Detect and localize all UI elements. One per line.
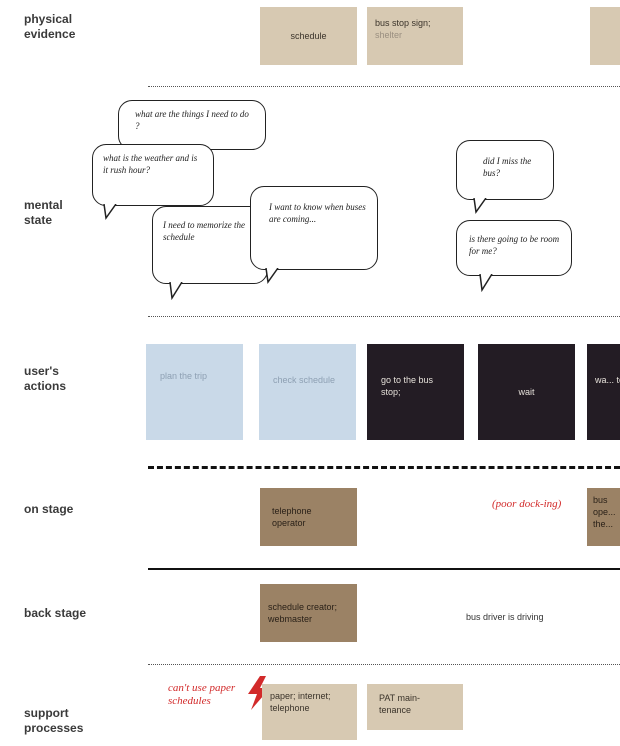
note-cant-use-paper: can't use paper schedules: [168, 682, 236, 707]
speech-tail-room: [479, 274, 493, 292]
speech-bubble-when-buses: I want to know when buses are coming...: [250, 186, 378, 270]
divider-dotted-2: [148, 316, 620, 317]
speech-tail-weather: [103, 204, 117, 220]
card-plan-trip-label: plan the trip: [160, 371, 208, 381]
card-plan-trip: plan the trip: [146, 344, 243, 440]
card-bus-stop-sign-label: bus stop sign;: [375, 18, 431, 28]
divider-dashed-line-of-visibility: [148, 466, 620, 469]
lane-label-users-actions: user's actions: [24, 364, 67, 393]
lane-label-support-processes: support processes: [24, 706, 84, 735]
card-schedule-creator: schedule creator; webmaster: [260, 584, 357, 642]
speech-bubble-things-to-do: what are the things I need to do ?: [118, 100, 266, 150]
card-pat-maintenance-label: PAT main-tenance: [379, 693, 421, 715]
lane-label-back-stage: back stage: [24, 606, 87, 620]
lane-label-mental-state: mental state: [24, 198, 63, 227]
card-wait-label: wait: [518, 387, 535, 397]
speech-tail-miss-bus: [473, 198, 487, 214]
speech-tail-when-buses: [265, 268, 279, 284]
speech-bubble-room: is there going to be room for me?: [456, 220, 572, 276]
card-go-to-stop-label: go to the bus stop;: [381, 375, 434, 397]
speech-tail-memorize: [169, 282, 183, 300]
divider-solid-line-of-interaction: [148, 568, 620, 570]
card-bus-stop-sign: bus stop sign; shelter: [367, 7, 463, 65]
card-check-schedule-label: check schedule: [273, 375, 336, 385]
card-partial-action: wa... to r...: [587, 344, 620, 440]
divider-dotted-1: [148, 86, 620, 87]
lane-label-physical-evidence: physical evidence: [24, 12, 76, 41]
card-partial-action-label: wa... to r...: [595, 375, 620, 385]
card-shelter-label: shelter: [375, 30, 403, 40]
card-wait: wait: [478, 344, 575, 440]
card-partial-on-stage-label: bus ope... the...: [593, 495, 616, 529]
card-telephone-operator-label: telephone operator: [272, 506, 312, 528]
divider-dotted-3: [148, 664, 620, 665]
card-paper-internet-telephone: paper; internet; telephone: [262, 684, 357, 740]
text-bus-driver: bus driver is driving: [466, 612, 544, 622]
card-go-to-stop: go to the bus stop;: [367, 344, 464, 440]
card-pat-maintenance: PAT main-tenance: [367, 684, 463, 730]
speech-bubble-miss-bus: did I miss the bus?: [456, 140, 554, 200]
card-paper-internet-telephone-label: paper; internet; telephone: [270, 691, 331, 713]
lane-label-on-stage: on stage: [24, 502, 74, 516]
note-poor-docking: (poor dock-ing): [492, 498, 562, 510]
speech-bubble-memorize: I need to memorize the schedule: [152, 206, 268, 284]
card-telephone-operator: telephone operator: [260, 488, 357, 546]
card-check-schedule: check schedule: [259, 344, 356, 440]
card-partial-right: [590, 7, 620, 65]
card-schedule-creator-label: schedule creator; webmaster: [268, 602, 338, 624]
card-schedule-label: schedule: [290, 31, 327, 41]
card-partial-on-stage: bus ope... the...: [587, 488, 620, 546]
speech-bubble-weather: what is the weather and is it rush hour?: [92, 144, 214, 206]
card-schedule: schedule: [260, 7, 357, 65]
lightning-bolt-icon: [248, 676, 270, 710]
